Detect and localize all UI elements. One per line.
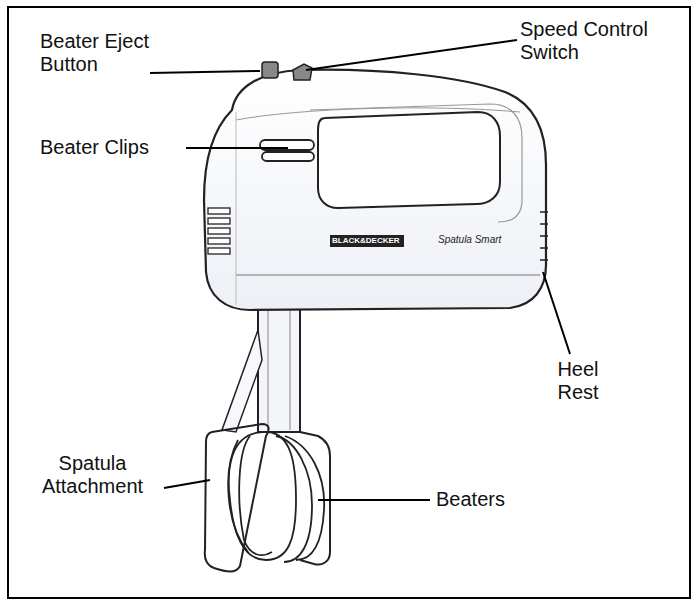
- handle-opening: [318, 112, 500, 208]
- frame-border: [8, 7, 690, 598]
- model-name: Spatula Smart: [438, 234, 501, 246]
- speed-control-switch: [293, 64, 312, 80]
- spatula-arm: [222, 330, 262, 432]
- part-label: Beaters: [436, 488, 556, 511]
- part-label: Heel Rest: [548, 358, 608, 404]
- part-label: Beater Eject Button: [40, 30, 160, 76]
- part-label: Beater Clips: [40, 136, 200, 159]
- part-label: Speed Control Switch: [520, 18, 670, 64]
- heel-rest-ridges: [540, 212, 548, 260]
- mixer-body: [204, 70, 546, 310]
- beater-clips: [260, 140, 314, 161]
- leader-lines: [150, 40, 570, 500]
- brand-plate: [330, 235, 404, 247]
- brand-logo: BLACK&DECKER: [332, 236, 400, 246]
- stem: [258, 305, 300, 432]
- part-label: Spatula Attachment: [30, 452, 155, 498]
- beaters: [228, 432, 324, 562]
- vents: [208, 208, 230, 254]
- spatula-attachment: [205, 424, 269, 572]
- beater-eject-button: [262, 62, 278, 78]
